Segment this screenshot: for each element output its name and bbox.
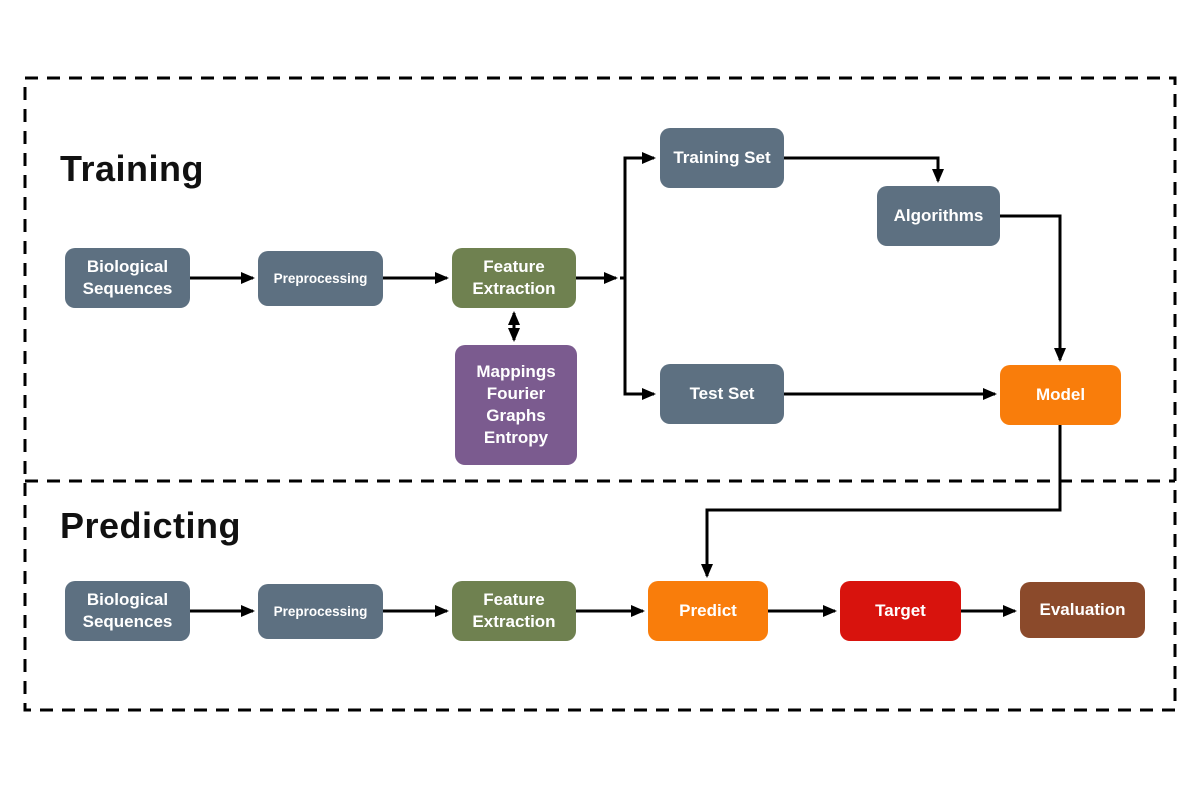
outer-dashed-border xyxy=(23,76,1177,712)
node-feature-methods: Mappings Fourier Graphs Entropy xyxy=(455,345,577,465)
node-training-biological-sequences: Biological Sequences xyxy=(65,248,190,308)
node-training-set: Training Set xyxy=(660,128,784,188)
node-predicting-preprocessing: Preprocessing xyxy=(258,584,383,639)
node-predicting-feature-extraction: Feature Extraction xyxy=(452,581,576,641)
node-algorithms: Algorithms xyxy=(877,186,1000,246)
arrow-training-set-to-algorithms xyxy=(784,156,944,183)
node-target: Target xyxy=(840,581,961,641)
arrow-algorithms-to-model xyxy=(1000,214,1066,362)
node-training-feature-extraction: Feature Extraction xyxy=(452,248,576,308)
arrow-model-to-predict xyxy=(701,425,1062,578)
node-predicting-biological-sequences: Biological Sequences xyxy=(65,581,190,641)
node-model: Model xyxy=(1000,365,1121,425)
arrow-split-to-test-set xyxy=(620,276,656,400)
predicting-section-title: Predicting xyxy=(60,505,242,546)
node-test-set: Test Set xyxy=(660,364,784,424)
arrow-split-to-training-set xyxy=(620,152,656,280)
node-evaluation: Evaluation xyxy=(1020,582,1145,638)
node-predict: Predict xyxy=(648,581,768,641)
training-section-title: Training xyxy=(60,148,205,189)
node-training-preprocessing: Preprocessing xyxy=(258,251,383,306)
